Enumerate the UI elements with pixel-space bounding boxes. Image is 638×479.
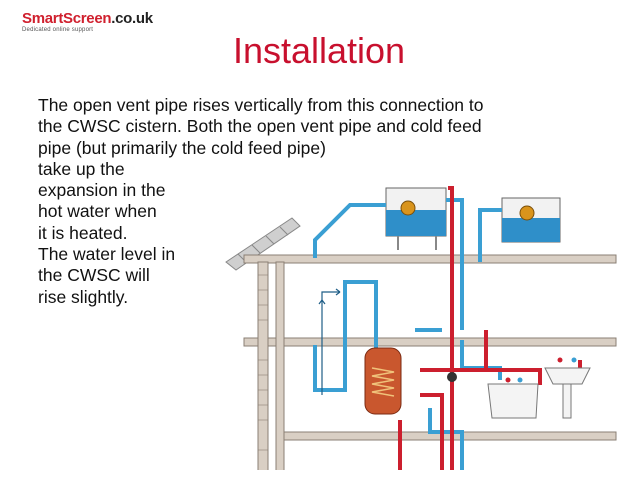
slide-body-text: The open vent pipe rises vertically from… bbox=[38, 95, 598, 308]
hot-water-pipes bbox=[398, 186, 582, 470]
hot-water-cylinder bbox=[364, 347, 402, 415]
bathtub bbox=[487, 377, 539, 419]
body-line: The open vent pipe rises vertically from… bbox=[38, 95, 484, 115]
body-line: pipe (but primarily the cold feed pipe) bbox=[38, 137, 326, 158]
body-line: expansion in the bbox=[38, 180, 166, 201]
right-cistern bbox=[501, 197, 561, 243]
wash-basin bbox=[544, 357, 591, 419]
logo-wordmark: SmartScreen.co.uk bbox=[22, 10, 153, 27]
smartscreen-logo: SmartScreen.co.uk Dedicated online suppo… bbox=[22, 10, 153, 33]
body-line: hot water when bbox=[38, 201, 157, 222]
building-structure bbox=[243, 254, 617, 470]
pump-icon bbox=[447, 372, 457, 382]
body-line: it is heated. bbox=[38, 222, 128, 243]
slide-title: Installation bbox=[232, 30, 406, 71]
body-line: the CWSC will bbox=[38, 265, 150, 286]
logo-tagline: Dedicated online support bbox=[22, 27, 94, 33]
left-cistern bbox=[385, 187, 447, 250]
cold-water-pipes bbox=[313, 198, 502, 470]
heating-system-diagram bbox=[225, 186, 617, 470]
body-line: take up the bbox=[38, 158, 125, 179]
body-line: rise slightly. bbox=[38, 286, 129, 307]
cold-water-pipes-dark bbox=[318, 288, 341, 395]
body-line: The water level in bbox=[38, 244, 176, 265]
brick-pattern bbox=[258, 274, 268, 451]
body-line: the CWSC cistern. Both the open vent pip… bbox=[38, 116, 482, 137]
